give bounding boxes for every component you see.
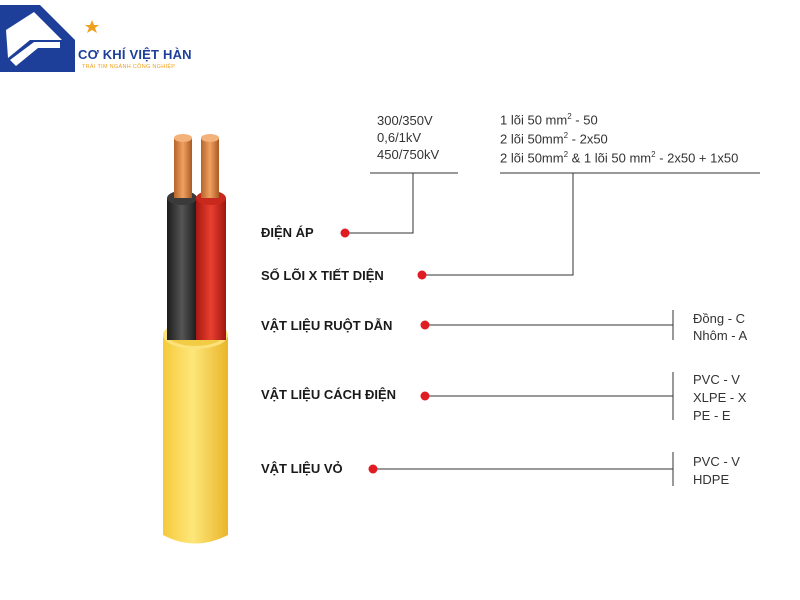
core-option: 1 lõi 50 mm2 - 50 (500, 112, 598, 128)
conductor-dot (420, 320, 430, 330)
insulation-option: PVC - V (693, 372, 740, 387)
insulation-dot (420, 391, 430, 401)
sheath-dot (368, 464, 378, 474)
black-core (167, 191, 197, 340)
label-sheath: VẬT LIỆU VỎ (261, 461, 343, 476)
core-option: 2 lõi 50mm2 - 2x50 (500, 131, 608, 147)
brand-slogan: TRÁI TIM NGÀNH CÔNG NGHIỆP (82, 64, 176, 70)
red-core (196, 191, 226, 340)
label-conductor: VẬT LIỆU RUỘT DẪN (261, 318, 393, 333)
brand-name: CƠ KHÍ VIỆT HÀN (78, 47, 192, 62)
insulation-option: PE - E (693, 408, 731, 423)
sheath-option: HDPE (693, 472, 730, 487)
voltage-dot (340, 228, 350, 238)
brand-logo: CƠ KHÍ VIỆT HÀN TRÁI TIM NGÀNH CÔNG NGHI… (0, 0, 200, 80)
voltage-leader (345, 173, 414, 234)
cores-leader (422, 173, 574, 276)
cable-illustration (163, 134, 228, 544)
sheath-option: PVC - V (693, 454, 740, 469)
logo-mark-icon (0, 5, 99, 72)
voltage-option: 450/750kV (377, 147, 440, 162)
label-voltage: ĐIỆN ÁP (261, 225, 314, 240)
label-cores: SỐ LÕI X TIẾT DIỆN (261, 268, 384, 283)
voltage-option: 300/350V (377, 113, 433, 128)
conductor-option: Nhôm - A (693, 328, 748, 343)
conductor-option: Đồng - C (693, 311, 746, 326)
voltage-option: 0,6/1kV (377, 130, 422, 145)
core-option: 2 lõi 50mm2 & 1 lõi 50 mm2 - 2x50 + 1x50 (500, 150, 739, 166)
cores-dot (417, 270, 427, 280)
insulation-option: XLPE - X (693, 390, 747, 405)
copper-conductors (174, 134, 219, 198)
label-insulation: VẬT LIỆU CÁCH ĐIỆN (261, 387, 397, 402)
